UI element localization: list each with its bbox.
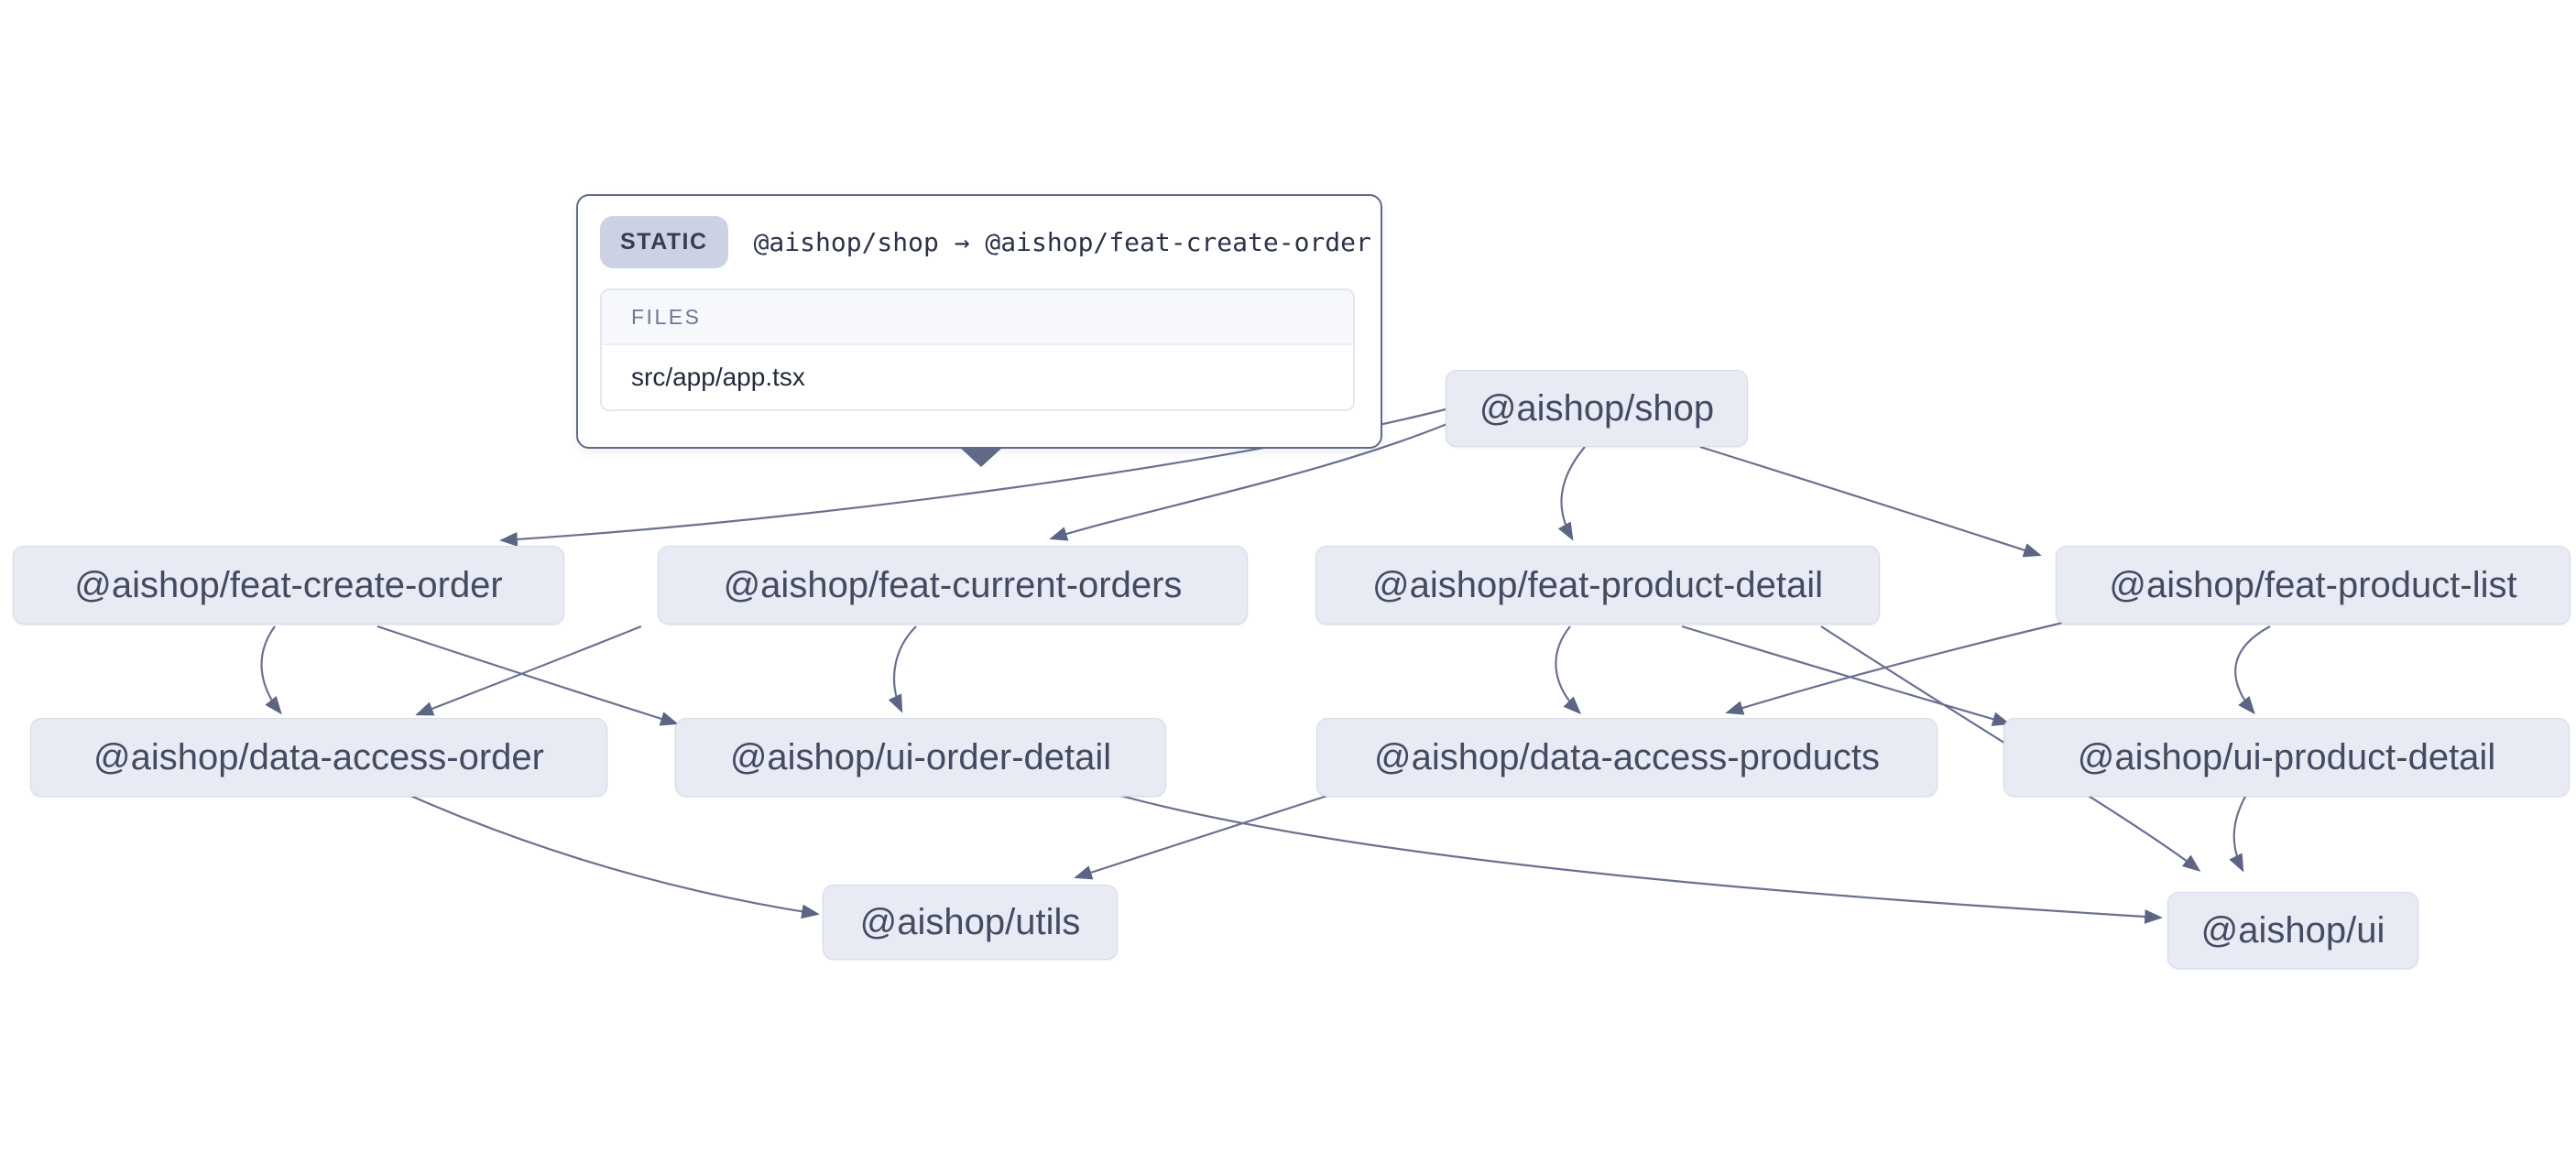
edge-feat-current-orders-to-data-access-order[interactable] [415, 625, 642, 716]
files-header: FILES [602, 290, 1353, 345]
edge-data-access-products-to-utils[interactable] [1074, 793, 1331, 880]
graph-node-utils[interactable]: @aishop/utils [823, 885, 1118, 960]
edge-data-access-order-to-utils[interactable] [408, 793, 820, 919]
graph-node-ui-order-detail[interactable]: @aishop/ui-order-detail [675, 718, 1166, 797]
graph-node-feat-create-order[interactable]: @aishop/feat-create-order [13, 546, 564, 625]
tooltip-header: STATIC @aishop/shop → @aishop/feat-creat… [578, 196, 1381, 283]
graph-node-data-access-order[interactable]: @aishop/data-access-order [30, 718, 607, 797]
edge-shop-to-feat-product-list[interactable] [1699, 445, 2042, 558]
edge-feat-create-order-to-data-access-order[interactable] [260, 625, 282, 715]
edge-type-badge: STATIC [600, 216, 728, 268]
edge-feat-product-detail-to-ui-product-detail[interactable] [1681, 625, 2011, 726]
edge-shop-to-feat-current-orders[interactable] [1049, 421, 1450, 541]
graph-node-feat-product-detail[interactable]: @aishop/feat-product-detail [1315, 546, 1880, 625]
graph-node-ui-product-detail[interactable]: @aishop/ui-product-detail [2003, 718, 2570, 797]
tooltip-caret [959, 447, 1003, 467]
edge-feat-current-orders-to-ui-order-detail[interactable] [888, 625, 917, 713]
graph-node-shop[interactable]: @aishop/shop [1446, 370, 1748, 447]
graph-node-ui[interactable]: @aishop/ui [2167, 892, 2418, 969]
graph-node-data-access-products[interactable]: @aishop/data-access-products [1316, 718, 1937, 797]
edge-feat-product-list-to-ui-product-detail[interactable] [2234, 625, 2271, 715]
graph-node-feat-current-orders[interactable]: @aishop/feat-current-orders [658, 546, 1248, 625]
edge-tooltip: STATIC @aishop/shop → @aishop/feat-creat… [576, 194, 1382, 467]
files-box: FILES src/app/app.tsx [600, 288, 1355, 411]
graph-node-feat-product-list[interactable]: @aishop/feat-product-list [2056, 546, 2571, 625]
edge-shop-to-feat-product-detail[interactable] [1557, 446, 1586, 541]
file-row: src/app/app.tsx [602, 345, 1353, 409]
edge-feat-product-detail-to-data-access-products[interactable] [1555, 625, 1582, 715]
edge-feat-product-list-to-data-access-products[interactable] [1725, 621, 2064, 715]
edge-relation-text: @aishop/shop → @aishop/feat-create-order [753, 227, 1371, 257]
edge-ui-product-detail-to-ui[interactable] [2229, 794, 2247, 873]
edge-ui-order-detail-to-ui[interactable] [1117, 793, 2163, 924]
edge-feat-create-order-to-ui-order-detail[interactable] [377, 625, 679, 726]
